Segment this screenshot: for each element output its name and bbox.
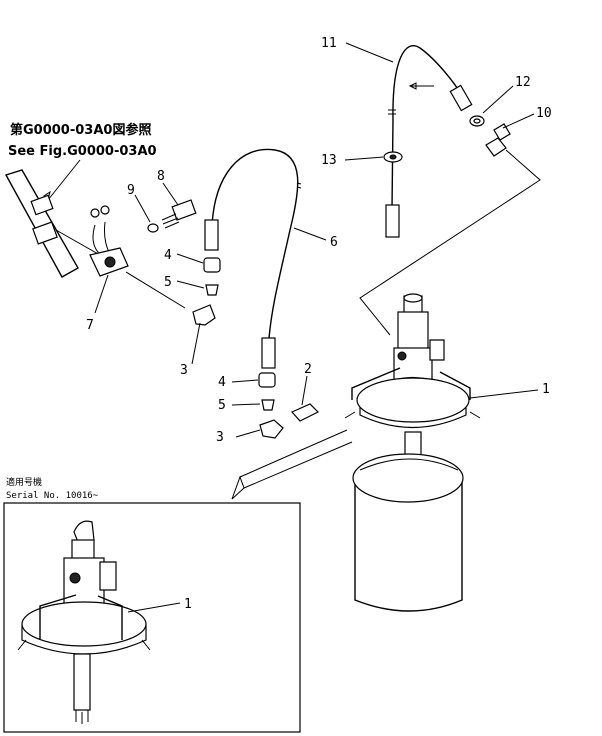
callout-5-lower: 5 <box>218 398 226 413</box>
callout-1: 1 <box>542 382 550 397</box>
callout-4-lower: 4 <box>218 375 226 390</box>
hose-end-upper <box>204 219 219 251</box>
callout-4-upper: 4 <box>164 248 172 263</box>
leader-3a <box>191 322 201 365</box>
serial-label-en: Serial No. 10016~ <box>6 491 99 501</box>
callout-9: 9 <box>127 183 135 198</box>
callout-8: 8 <box>157 169 165 184</box>
leader-8 <box>162 182 179 206</box>
part-13-grommet <box>383 151 403 163</box>
leader-10 <box>502 113 535 129</box>
leader-11 <box>345 42 394 63</box>
connection-line <box>359 149 541 336</box>
callout-3-lower: 3 <box>216 430 224 445</box>
callout-6: 6 <box>330 235 338 250</box>
reference-leader <box>47 159 81 201</box>
leader-9 <box>134 194 151 223</box>
part-4-nut-lower <box>258 372 276 388</box>
leader-6 <box>293 227 327 241</box>
part-6-hose <box>211 148 299 339</box>
part-4-nut-upper <box>203 257 221 273</box>
callout-5-upper: 5 <box>164 275 172 290</box>
hose-end-lower <box>261 337 276 369</box>
callout-12: 12 <box>515 75 531 90</box>
part-2-connector <box>291 403 320 422</box>
leader-13 <box>344 156 384 161</box>
reference-note-jp: 第G0000-03A0図参照 <box>10 122 151 138</box>
leader-12 <box>482 85 514 114</box>
inset-pump-assembly <box>17 520 151 724</box>
part-3-elbow-lower <box>259 419 284 439</box>
leader-5a <box>176 280 205 289</box>
leader-3b <box>235 429 261 438</box>
inset-frame <box>3 502 301 733</box>
callout-7: 7 <box>86 318 94 333</box>
leader-4b <box>231 379 259 383</box>
callout-3-upper: 3 <box>180 363 188 378</box>
reference-note-en: See Fig.G0000-03A0 <box>8 144 157 159</box>
leader-7 <box>94 274 109 314</box>
callout-1-inset: 1 <box>184 597 192 612</box>
callout-2: 2 <box>304 362 312 377</box>
leader-4a <box>176 253 204 264</box>
callout-10: 10 <box>536 106 552 121</box>
callout-13: 13 <box>321 153 337 168</box>
leader-5b <box>231 403 261 406</box>
leader-1 <box>469 389 539 399</box>
part-12-clamp <box>469 115 485 127</box>
part-7-switch-assembly <box>4 169 186 309</box>
part-1-pump-assembly <box>344 293 481 492</box>
serial-label-jp: 適用号機 <box>6 476 42 488</box>
part-11-tube <box>391 45 461 209</box>
tube-end <box>385 204 400 238</box>
leader-2 <box>301 375 308 406</box>
callout-11: 11 <box>321 36 337 51</box>
leader-1-inset <box>127 602 181 613</box>
part-5-sleeve-lower <box>261 399 275 411</box>
part-9-washer <box>147 223 159 233</box>
part-10-nipple <box>485 123 511 157</box>
grease-bucket <box>352 453 464 612</box>
part-3-elbow-upper <box>192 304 216 326</box>
part-8-bolt <box>161 199 197 229</box>
inset-arrow <box>231 429 353 500</box>
part-5-sleeve-upper <box>205 284 219 296</box>
